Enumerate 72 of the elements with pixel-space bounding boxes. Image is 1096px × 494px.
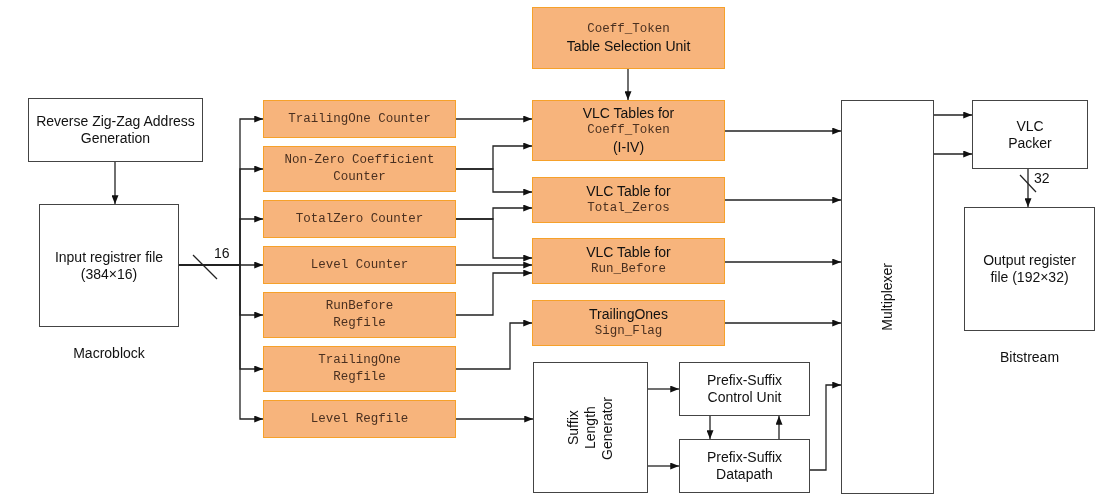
arrow — [455, 415, 534, 423]
block-box — [28, 98, 203, 162]
arrow — [624, 68, 632, 101]
arrow — [933, 150, 973, 158]
box-label: Multiplexer — [879, 263, 896, 331]
arrow — [455, 168, 533, 196]
caption-text: Macroblock — [72, 345, 146, 361]
block-box — [964, 207, 1095, 331]
caption-text: Bitstream — [998, 349, 1061, 365]
arrow — [455, 115, 533, 123]
unit-box — [532, 177, 725, 223]
box-label: Run_Before — [591, 261, 666, 278]
arrow — [809, 381, 842, 471]
box-label: TrailingOne Regfile — [317, 352, 402, 386]
arrow — [724, 258, 842, 266]
box-label: (I-IV) — [612, 139, 645, 156]
edge-label: 16 — [214, 246, 230, 261]
unit-box — [263, 146, 456, 192]
box-label: RunBefore Regfile — [324, 298, 395, 332]
arrow — [706, 415, 714, 440]
arrow — [455, 218, 533, 262]
unit-box — [263, 400, 456, 438]
box-label: TrailingOnes — [589, 306, 668, 323]
box-label: Level Regfile — [310, 410, 409, 428]
arrow — [775, 415, 783, 440]
box-label: TrailingOne Counter — [288, 110, 431, 128]
block-box — [533, 362, 648, 493]
box-label: Sign_Flag — [594, 323, 663, 340]
box-label: Level Counter — [310, 256, 409, 274]
box-label: Prefix-Suffix Control Unit — [705, 372, 784, 406]
arrow — [111, 161, 119, 205]
box-label: Prefix-Suffix Datapath — [705, 449, 784, 483]
box-label: Coeff_Token — [587, 21, 670, 38]
block-box — [679, 439, 810, 493]
unit-box — [532, 100, 725, 161]
box-label: Suffix Length Generator — [565, 395, 616, 462]
box-label: Input registrer file (384×16) — [53, 248, 165, 283]
arrow — [724, 196, 842, 204]
box-label: Total_Zeros — [587, 200, 670, 217]
box-label: TotalZero Counter — [295, 210, 424, 228]
edge-label: 32 — [1034, 171, 1050, 186]
block-box — [841, 100, 934, 494]
box-label: Coeff_Token — [587, 122, 670, 139]
box-label: Table Selection Unit — [566, 38, 691, 55]
arrow — [455, 269, 533, 316]
unit-box — [532, 238, 725, 284]
unit-box — [532, 7, 725, 69]
box-label: VLC Table for — [586, 183, 671, 200]
arrow — [1024, 168, 1032, 208]
unit-box — [532, 300, 725, 346]
box-label: VLC Tables for — [582, 105, 675, 122]
box-label: VLC Packer — [1007, 117, 1053, 152]
arrow — [455, 319, 533, 370]
block-box — [39, 204, 179, 327]
box-label: VLC Table for — [586, 244, 671, 261]
box-label: Output register file (192×32) — [982, 252, 1077, 286]
arrow — [647, 462, 680, 470]
block-box — [679, 362, 810, 416]
unit-box — [263, 200, 456, 238]
arrow — [178, 264, 264, 423]
unit-box — [263, 346, 456, 392]
block-box — [972, 100, 1088, 169]
unit-box — [263, 100, 456, 138]
arrow — [933, 111, 973, 119]
arrow — [647, 385, 680, 393]
arrow — [455, 261, 533, 269]
box-label: Reverse Zig-Zag Address Generation — [35, 113, 196, 147]
unit-box — [263, 292, 456, 338]
arrow — [724, 319, 842, 327]
unit-box — [263, 246, 456, 284]
arrow — [724, 127, 842, 135]
box-label: Non-Zero Coefficient Counter — [283, 152, 436, 186]
